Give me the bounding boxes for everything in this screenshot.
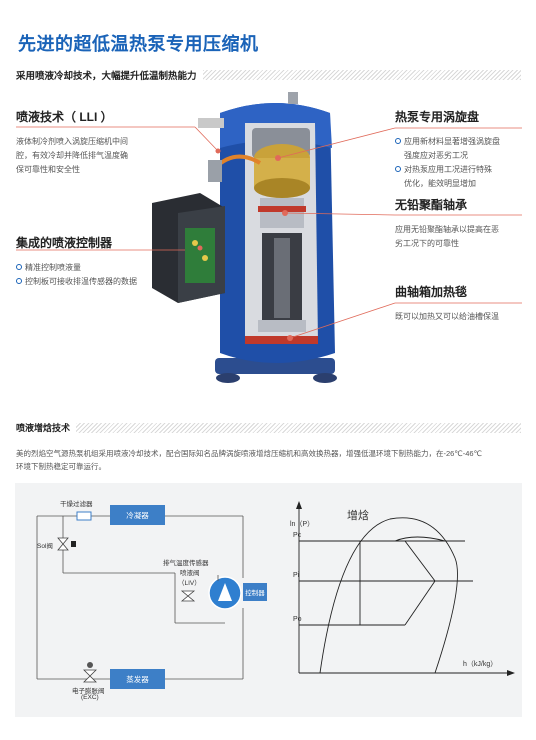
condenser-box: 冷凝器 bbox=[110, 505, 165, 525]
bullet-item: 控制板可接收排温传感器的数据 bbox=[16, 275, 191, 289]
bullet-text: 精准控制喷液量 bbox=[25, 263, 81, 272]
feature-body: 应用无铅聚酯轴承以提高在恶 劣工况下的可靠性 bbox=[395, 223, 525, 251]
paragraph-line: 美的烈焰空气源热泵机组采用喷液冷却技术，配合国际知名品牌涡旋喷液增焓压缩机和高效… bbox=[16, 449, 483, 458]
bullet-icon bbox=[16, 264, 22, 270]
ph-xlabel: h（kJ/kg） bbox=[463, 661, 498, 668]
evaporator-box: 蒸发器 bbox=[110, 669, 165, 689]
bullet-text: 对热泵应用工况进行特殊优化，能效明显增加 bbox=[404, 165, 492, 188]
feature-lli: 喷液技术（ LLI ） 液体制冷剂喷入涡旋压缩机中间 腔，有效冷却并降低排气温度… bbox=[16, 108, 186, 177]
subtitle-bar: 采用喷液冷却技术，大幅提升低温制热能力 bbox=[16, 68, 521, 82]
feature-title: 热泵专用涡旋盘 bbox=[395, 110, 480, 124]
ph-level-pc: Pc bbox=[293, 532, 302, 539]
bullet-icon bbox=[395, 166, 401, 172]
subtitle: 采用喷液冷却技术，大幅提升低温制热能力 bbox=[16, 68, 203, 82]
feature-title: 无铅聚酯轴承 bbox=[395, 198, 468, 212]
exv-label: 电子膨胀阀 bbox=[72, 688, 105, 695]
section2-title: 喷液增焓技术 bbox=[16, 421, 77, 434]
bullet-icon bbox=[16, 278, 22, 284]
bullet-item: 精准控制喷液量 bbox=[16, 261, 191, 275]
bullet-item: 应用新材料显著增强涡旋盘强度应对恶劣工况 bbox=[395, 135, 525, 163]
hatch-divider bbox=[16, 423, 521, 433]
callout-lines bbox=[16, 126, 522, 339]
section2-bar bbox=[16, 423, 521, 433]
body-line: 劣工况下的可靠性 bbox=[395, 239, 459, 248]
exv-sub-label: (EXC) bbox=[81, 694, 99, 701]
body-line: 腔，有效冷却并降低排气温度确 bbox=[16, 151, 128, 160]
compressor-illustration bbox=[152, 92, 337, 383]
feature-bearing: 无铅聚酯轴承 应用无铅聚酯轴承以提高在恶 劣工况下的可靠性 bbox=[395, 196, 525, 251]
section2-paragraph: 美的烈焰空气源热泵机组采用喷液冷却技术，配合国际知名品牌涡旋喷液增焓压缩机和高效… bbox=[16, 447, 526, 473]
diagram-panel: 冷凝器 蒸发器 控制器 干燥过滤器 Sol阀 排气温度传感器 喷液阀 （LIV）… bbox=[15, 483, 522, 717]
body-line: 保可靠性和安全性 bbox=[16, 165, 80, 174]
injection-valve-label: 喷液阀 bbox=[180, 570, 200, 577]
ph-diagram bbox=[296, 501, 515, 676]
body-line: 应用无铅聚酯轴承以提高在恶 bbox=[395, 225, 499, 234]
body-line: 既可以加热又可以给油槽保温 bbox=[395, 312, 499, 321]
bullet-item: 对热泵应用工况进行特殊优化，能效明显增加 bbox=[395, 163, 525, 191]
feature-body: 既可以加热又可以给油槽保温 bbox=[395, 310, 530, 324]
bullet-text: 控制板可接收排温传感器的数据 bbox=[25, 277, 137, 286]
paragraph-line: 环境下制热稳定可靠运行。 bbox=[16, 462, 106, 471]
refrigeration-circuit bbox=[36, 511, 244, 683]
feature-title: 曲轴箱加热毯 bbox=[395, 285, 468, 299]
feature-scroll: 热泵专用涡旋盘 应用新材料显著增强涡旋盘强度应对恶劣工况 对热泵应用工况进行特殊… bbox=[395, 108, 525, 191]
discharge-sensor-label: 排气温度传感器 bbox=[163, 560, 209, 567]
feature-bullets: 精准控制喷液量 控制板可接收排温传感器的数据 bbox=[16, 261, 191, 289]
ph-title: 增焓 bbox=[347, 510, 369, 522]
sol-valve-label: Sol阀 bbox=[37, 543, 53, 550]
bullet-text: 应用新材料显著增强涡旋盘强度应对恶劣工况 bbox=[404, 137, 500, 160]
feature-title: 喷液技术（ LLI ） bbox=[16, 110, 113, 124]
hatch-divider bbox=[16, 70, 521, 80]
controller-box: 控制器 bbox=[243, 583, 267, 601]
feature-title: 集成的喷液控制器 bbox=[16, 236, 113, 250]
body-line: 液体制冷剂喷入涡旋压缩机中间 bbox=[16, 137, 128, 146]
feature-heater: 曲轴箱加热毯 既可以加热又可以给油槽保温 bbox=[395, 283, 530, 324]
ph-ylabel: ln（P） bbox=[290, 521, 315, 528]
page-title: 先进的超低温热泵专用压缩机 bbox=[18, 34, 259, 54]
feature-controller: 集成的喷液控制器 精准控制喷液量 控制板可接收排温传感器的数据 bbox=[16, 234, 191, 289]
feature-body: 液体制冷剂喷入涡旋压缩机中间 腔，有效冷却并降低排气温度确 保可靠性和安全性 bbox=[16, 135, 186, 177]
feature-bullets: 应用新材料显著增强涡旋盘强度应对恶劣工况 对热泵应用工况进行特殊优化，能效明显增… bbox=[395, 135, 525, 191]
filter-label: 干燥过滤器 bbox=[60, 501, 93, 508]
bullet-icon bbox=[395, 138, 401, 144]
liv-label: （LIV） bbox=[178, 580, 201, 587]
ph-level-pi: Pi bbox=[293, 572, 300, 579]
ph-level-po: Po bbox=[293, 616, 302, 623]
